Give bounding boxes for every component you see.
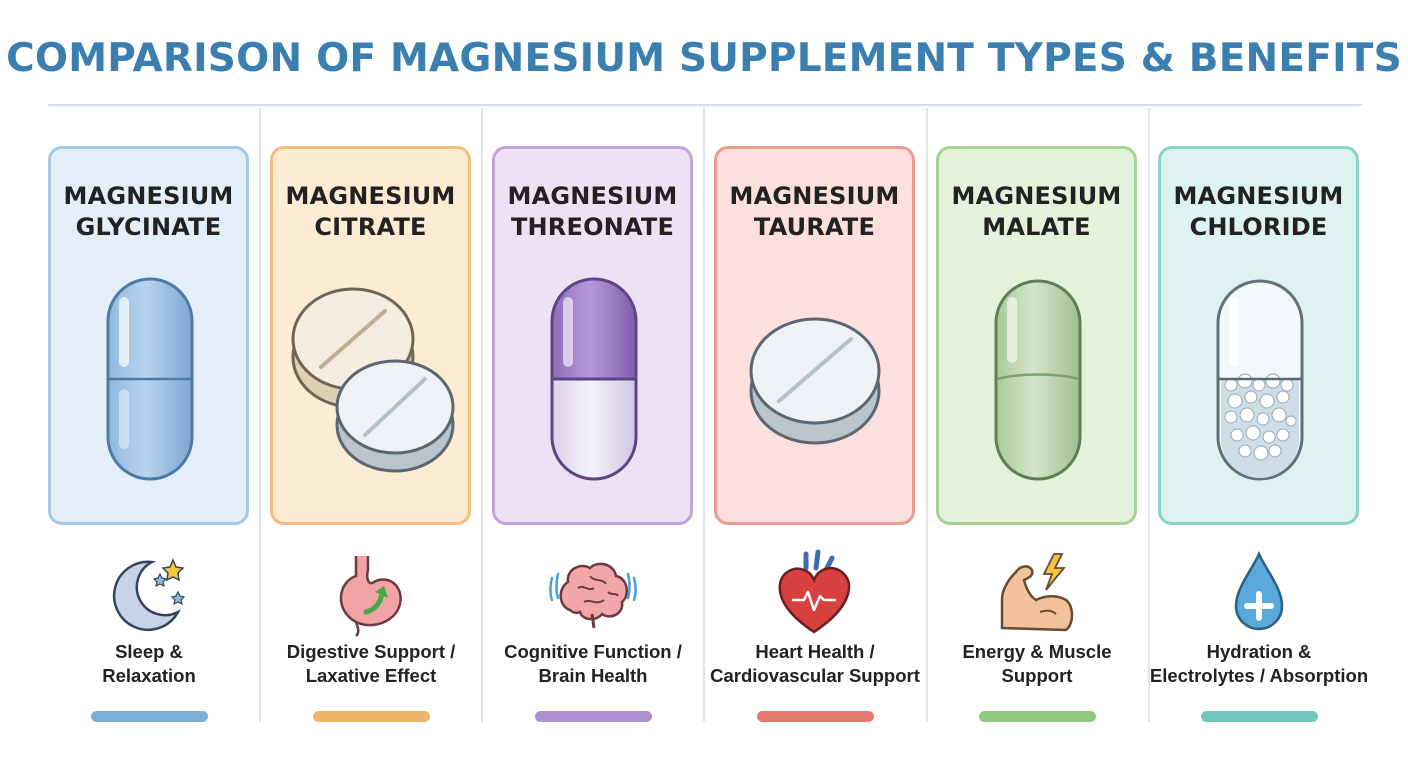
clear-capsule-icon — [1216, 279, 1304, 481]
softgel-icon — [994, 279, 1082, 481]
benefit-label: Digestive Support / Laxative Effect — [286, 641, 456, 686]
moon-stars-icon — [112, 558, 186, 631]
water-drop-icon — [1234, 550, 1284, 631]
benefit-label: Energy & Muscle Support — [962, 641, 1112, 686]
accent-bar — [1201, 711, 1318, 722]
accent-bar — [535, 711, 652, 722]
accent-bar — [979, 711, 1096, 722]
supplement-card-taurate: MAGNESIUM TAURATE — [714, 146, 915, 525]
benefit-label: Heart Health / Cardiovascular Support — [710, 641, 920, 686]
flexed-arm-icon — [1000, 553, 1074, 632]
column-divider — [481, 108, 483, 722]
supplement-name: MAGNESIUM CHLORIDE — [1173, 182, 1344, 241]
stomach-icon — [339, 556, 402, 637]
column-divider — [703, 108, 705, 722]
benefit-label: Cognitive Function / Brain Health — [504, 641, 682, 686]
benefit-label: Sleep & Relaxation — [102, 641, 196, 686]
supplement-card-citrate: MAGNESIUM CITRATE — [270, 146, 471, 525]
title-divider — [48, 104, 1362, 106]
benefit-label: Hydration & Electrolytes / Absorption — [1149, 641, 1369, 686]
supplement-name: MAGNESIUM GLYCINATE — [63, 182, 234, 241]
capsule-icon — [550, 277, 638, 481]
accent-bar — [91, 711, 208, 722]
page-title: COMPARISON OF MAGNESIUM SUPPLEMENT TYPES… — [6, 36, 1402, 81]
supplement-name: MAGNESIUM THREONATE — [507, 182, 678, 241]
column-divider — [1148, 108, 1150, 722]
supplement-card-malate: MAGNESIUM MALATE — [936, 146, 1137, 525]
supplement-card-chloride: MAGNESIUM CHLORIDE — [1158, 146, 1359, 525]
accent-bar — [757, 711, 874, 722]
capsule-icon — [106, 277, 194, 481]
tablet-icon — [749, 317, 881, 445]
column-divider — [259, 108, 261, 722]
brain-icon — [549, 562, 637, 629]
supplement-name: MAGNESIUM CITRATE — [285, 182, 456, 241]
accent-bar — [313, 711, 430, 722]
supplement-card-glycinate: MAGNESIUM GLYCINATE — [48, 146, 249, 525]
tablets-icon — [291, 287, 455, 473]
supplement-card-threonate: MAGNESIUM THREONATE — [492, 146, 693, 525]
column-divider — [926, 108, 928, 722]
supplement-name: MAGNESIUM TAURATE — [729, 182, 900, 241]
supplement-name: MAGNESIUM MALATE — [951, 182, 1122, 241]
heart-icon — [778, 549, 851, 634]
